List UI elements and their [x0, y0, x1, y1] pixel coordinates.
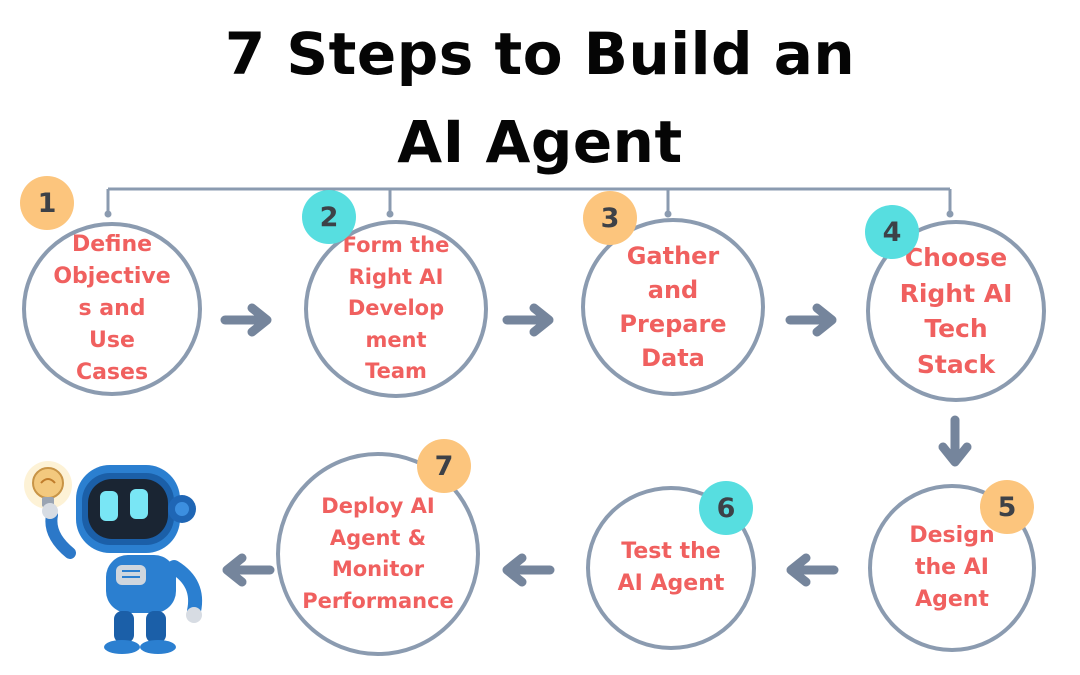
step-1-badge: 1	[20, 176, 74, 230]
step-2-label: Form the Right AI Develop ment Team	[342, 233, 450, 384]
step-5-circle: Design the AI Agent	[868, 484, 1036, 652]
step-6-badge: 6	[699, 481, 753, 535]
arrow-left-6-7	[502, 553, 555, 587]
robot-lightbulb-icon	[24, 461, 202, 654]
arrow-right-1-2	[220, 303, 272, 337]
arrow-left-7-robot	[222, 553, 275, 587]
page-title-line-1: 7 Steps to Build an	[224, 20, 856, 88]
step-2-circle: Form the Right AI Develop ment Team	[304, 220, 488, 398]
arrow-down-4-5	[938, 415, 972, 467]
step-3-circle: Gather and Prepare Data	[581, 218, 765, 396]
step-4-badge: 4	[865, 205, 919, 259]
step-6-label: Test the AI Agent	[617, 539, 725, 596]
arrow-left-5-6	[786, 553, 839, 587]
step-7-badge: 7	[417, 439, 471, 493]
step-5-badge: 5	[980, 480, 1034, 534]
arrow-right-2-3	[502, 303, 554, 337]
step-7-circle: Deploy AI Agent & Monitor Performance	[276, 452, 480, 656]
step-2-badge: 2	[302, 190, 356, 244]
step-1-circle: Define Objective s and Use Cases	[22, 222, 202, 396]
arrow-right-3-4	[785, 303, 837, 337]
step-4-label: Choose Right AI Tech Stack	[899, 243, 1013, 379]
step-3-badge: 3	[583, 191, 637, 245]
page-title-line-2: AI Agent	[397, 108, 683, 176]
step-3-label: Gather and Prepare Data	[619, 242, 727, 372]
step-7-label: Deploy AI Agent & Monitor Performance	[302, 494, 454, 613]
step-1-label: Define Objective s and Use Cases	[53, 232, 171, 385]
step-5-label: Design the AI Agent	[909, 523, 995, 612]
